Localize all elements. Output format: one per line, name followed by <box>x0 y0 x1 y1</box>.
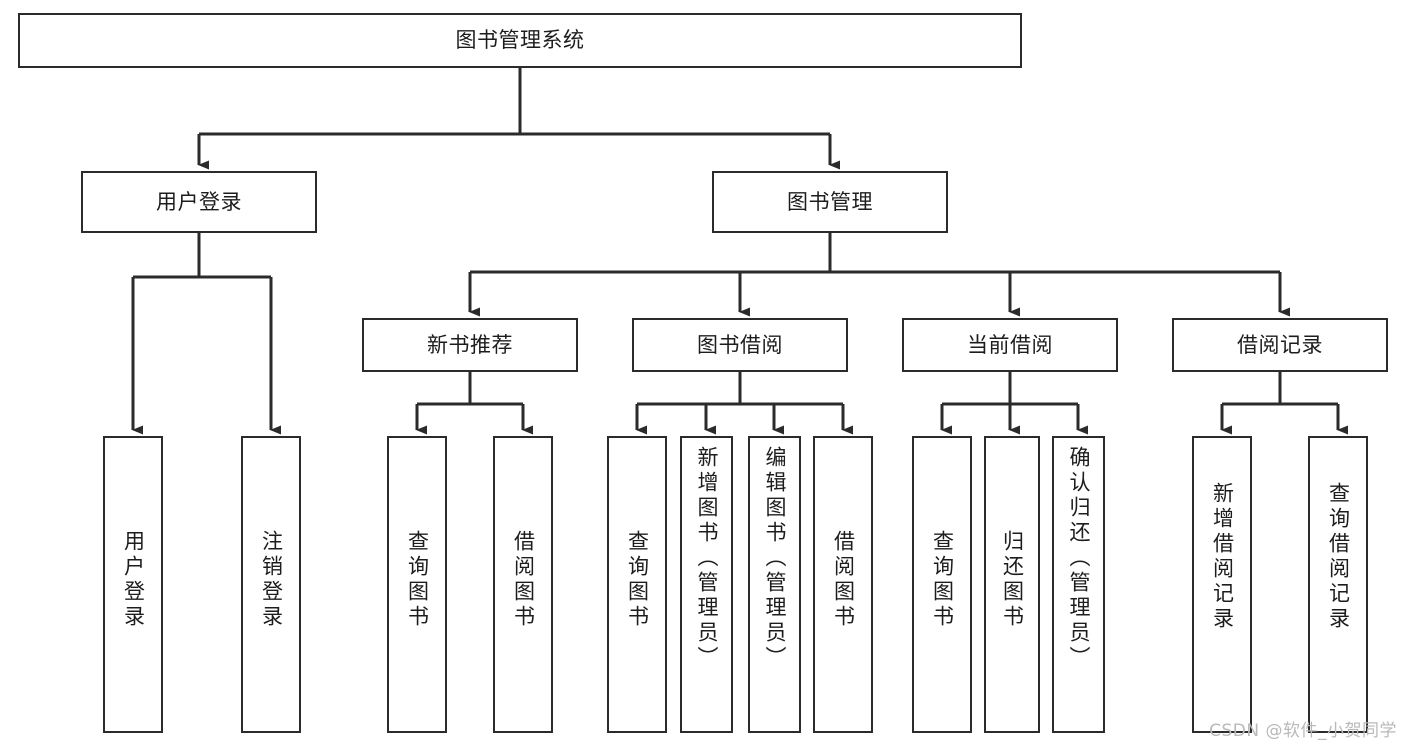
node-leaf-query-record-label: 查询借阅记录 <box>1326 482 1351 632</box>
node-leaf-query-book-3-label: 查询图书 <box>930 530 955 630</box>
node-leaf-add-record[interactable]: 新增借阅记录 <box>1192 436 1252 733</box>
node-leaf-user-logout-label: 注销登录 <box>259 530 284 630</box>
node-new-book-recommend-label: 新书推荐 <box>427 332 513 357</box>
node-current-borrow-label: 当前借阅 <box>967 332 1053 357</box>
node-leaf-add-record-label: 新增借阅记录 <box>1210 482 1235 632</box>
node-new-book-recommend[interactable]: 新书推荐 <box>362 318 578 372</box>
node-leaf-query-record[interactable]: 查询借阅记录 <box>1308 436 1368 733</box>
node-user-login-label: 用户登录 <box>156 189 242 214</box>
node-leaf-user-login-label: 用户登录 <box>121 530 146 630</box>
node-borrow-record[interactable]: 借阅记录 <box>1172 318 1388 372</box>
node-leaf-query-book-3[interactable]: 查询图书 <box>912 436 972 733</box>
node-leaf-edit-book[interactable]: 编辑图书（管理员） <box>748 436 801 733</box>
node-leaf-return-book-label: 归还图书 <box>1000 530 1025 630</box>
node-leaf-query-book-2-label: 查询图书 <box>625 530 650 630</box>
node-leaf-confirm-return[interactable]: 确认归还（管理员） <box>1052 436 1105 733</box>
node-leaf-borrow-book-1-label: 借阅图书 <box>511 530 536 630</box>
node-leaf-query-book-2[interactable]: 查询图书 <box>607 436 667 733</box>
node-book-borrow-label: 图书借阅 <box>697 332 783 357</box>
node-book-management[interactable]: 图书管理 <box>712 171 948 233</box>
node-leaf-return-book[interactable]: 归还图书 <box>984 436 1040 733</box>
node-leaf-confirm-return-label: 确认归还（管理员） <box>1067 446 1091 671</box>
node-book-management-label: 图书管理 <box>787 189 873 214</box>
node-leaf-user-login[interactable]: 用户登录 <box>103 436 163 733</box>
node-borrow-record-label: 借阅记录 <box>1237 332 1323 357</box>
node-leaf-add-book[interactable]: 新增图书（管理员） <box>680 436 733 733</box>
node-book-borrow[interactable]: 图书借阅 <box>632 318 848 372</box>
node-leaf-borrow-book-2-label: 借阅图书 <box>831 530 856 630</box>
node-root-label: 图书管理系统 <box>455 28 585 53</box>
node-leaf-query-book-1[interactable]: 查询图书 <box>387 436 447 733</box>
node-leaf-borrow-book-2[interactable]: 借阅图书 <box>813 436 873 733</box>
node-leaf-add-book-label: 新增图书（管理员） <box>695 446 719 671</box>
node-leaf-user-logout[interactable]: 注销登录 <box>241 436 301 733</box>
node-leaf-query-book-1-label: 查询图书 <box>405 530 430 630</box>
node-user-login[interactable]: 用户登录 <box>81 171 317 233</box>
node-current-borrow[interactable]: 当前借阅 <box>902 318 1118 372</box>
watermark-text: CSDN @软件_小贺同学 <box>1209 721 1397 741</box>
node-root[interactable]: 图书管理系统 <box>18 13 1022 68</box>
node-leaf-edit-book-label: 编辑图书（管理员） <box>763 446 787 671</box>
node-leaf-borrow-book-1[interactable]: 借阅图书 <box>493 436 553 733</box>
